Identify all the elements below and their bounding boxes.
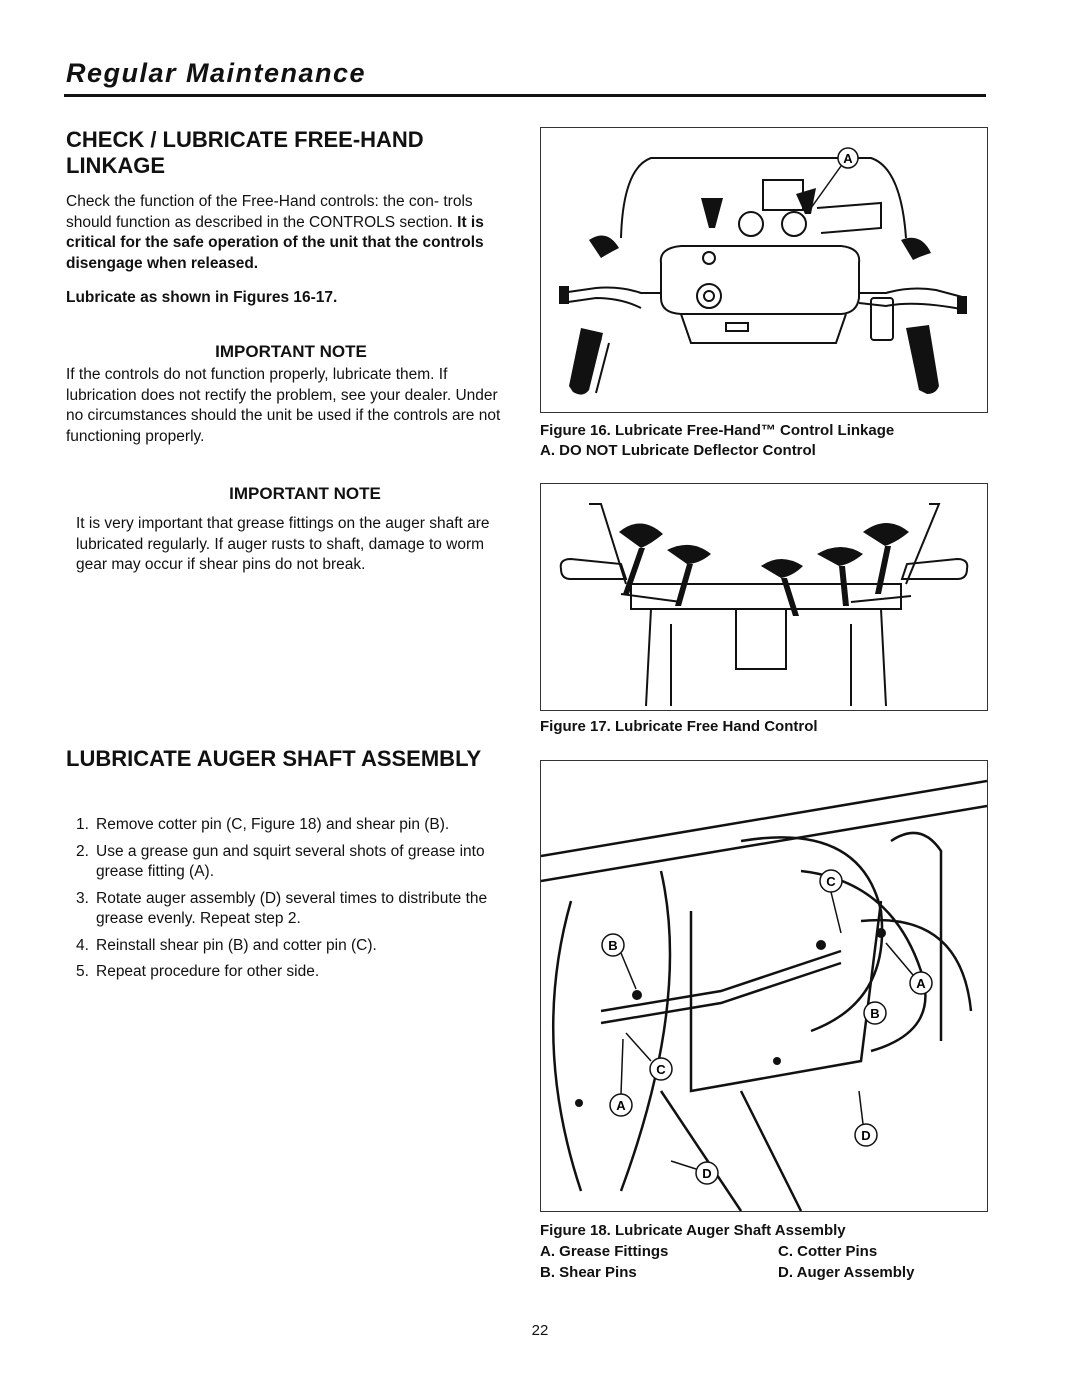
callout-a-fig18-right: A [885, 942, 933, 995]
section-title-free-hand-linkage: CHECK / LUBRICATE FREE-HAND LINKAGE [66, 127, 424, 178]
figure-18-illustration: B C A B C [540, 760, 988, 1212]
section1-intro: Check the function of the Free-Hand cont… [66, 192, 516, 274]
important-note-title-2: IMPORTANT NOTE [229, 484, 381, 503]
legend-auger-assembly: D. Auger Assembly [778, 1264, 915, 1281]
svg-text:A: A [916, 976, 926, 991]
figure-16-illustration: A [540, 127, 988, 413]
svg-text:D: D [702, 1166, 711, 1181]
svg-text:B: B [608, 938, 617, 953]
fig18-callouts: B C A B C [601, 869, 933, 1185]
step-item: 5.Repeat procedure for other side. [76, 963, 320, 980]
step-item: 1.Remove cotter pin (C, Figure 18) and s… [76, 816, 450, 833]
lubricate-instruction: Lubricate as shown in Figures 16-17. [66, 289, 338, 306]
figure-18-caption: Figure 18. Lubricate Auger Shaft Assembl… [540, 1222, 846, 1239]
step-item: 4.Reinstall shear pin (B) and cotter pin… [76, 936, 377, 954]
svg-text:C: C [656, 1062, 666, 1077]
figure-17-illustration [540, 483, 988, 711]
callout-a-fig18-lower: A [609, 1038, 633, 1117]
control-panel-drawing: A [559, 147, 967, 395]
page-number: 22 [531, 1322, 549, 1339]
callout-d-fig18-lower: D [670, 1160, 719, 1185]
figure-18-legend: A. Grease Fittings C. Cotter Pins B. She… [540, 1242, 986, 1284]
step-item: 3.Rotate auger assembly (D) several time… [76, 889, 488, 928]
callout-c-fig18-lower: C [625, 1032, 673, 1081]
header-rule [64, 94, 986, 97]
section1-intro-text: Check the function of the Free-Hand cont… [66, 193, 473, 231]
svg-text:D: D [861, 1128, 870, 1143]
legend-grease-fittings: A. Grease Fittings [540, 1243, 669, 1260]
svg-text:B: B [870, 1006, 879, 1021]
important-note-text-1: If the controls do not function properly… [66, 366, 501, 445]
auger-shaft-drawing: B C A B C [541, 779, 987, 1211]
svg-text:C: C [826, 874, 836, 889]
callout-a-fig16: A [810, 147, 859, 209]
callout-b-fig18-right: B [863, 1001, 887, 1025]
callout-b-fig18: B [601, 933, 637, 990]
figure-17-caption: Figure 17. Lubricate Free Hand Control [540, 718, 818, 735]
legend-shear-pins: B. Shear Pins [540, 1264, 637, 1281]
callout-c-fig18-upper: C [819, 869, 843, 934]
section-title-auger-shaft: LUBRICATE AUGER SHAFT ASSEMBLY [66, 746, 482, 771]
page-header-title: Regular Maintenance [66, 58, 367, 88]
free-hand-control-drawing [559, 503, 969, 707]
figure-16-caption-line2: A. DO NOT Lubricate Deflector Control [540, 442, 816, 459]
procedure-steps: 1.Remove cotter pin (C, Figure 18) and s… [76, 815, 516, 989]
callout-d-fig18-right: D [854, 1090, 878, 1147]
step-item: 2.Use a grease gun and squirt several sh… [76, 842, 485, 881]
legend-cotter-pins: C. Cotter Pins [778, 1243, 878, 1260]
figure-16-caption-line1: Figure 16. Lubricate Free-Hand™ Control … [540, 422, 895, 439]
svg-text:A: A [616, 1098, 626, 1113]
important-note-title-1: IMPORTANT NOTE [215, 342, 367, 361]
section1-intro-bold: It is critical for the safe operation of… [66, 213, 484, 272]
important-note-text-2: It is very important that grease fitting… [76, 515, 490, 573]
svg-text:A: A [843, 151, 853, 166]
